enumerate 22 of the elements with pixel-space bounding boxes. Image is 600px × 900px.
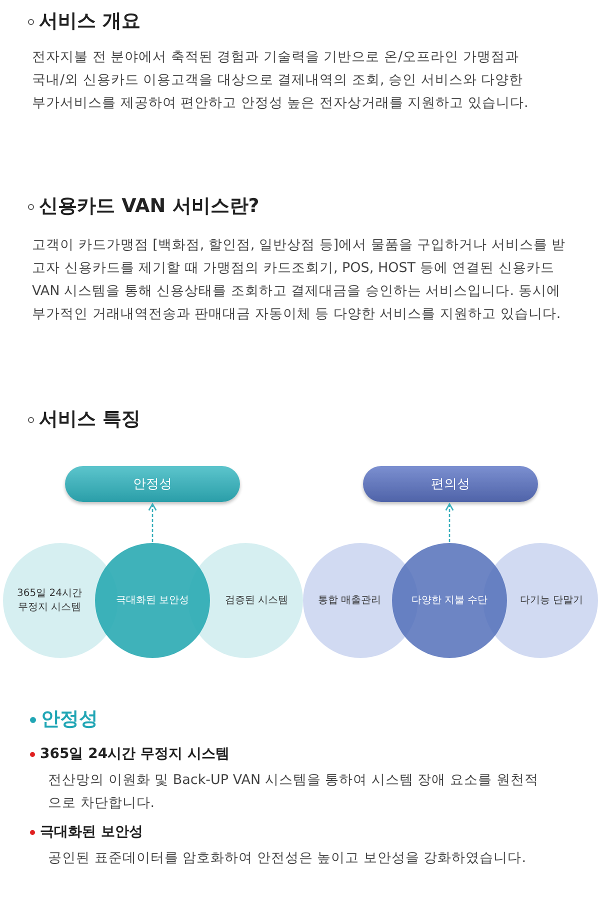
feature-label: 다기능 단말기 — [520, 594, 584, 608]
category-label: 편의성 — [431, 476, 470, 493]
paragraph: 고객이 카드가맹점 [백화점, 할인점, 일반상점 등]에서 물품을 구입하거나 서비스를 받고자 신용카드를 제기할 때 가맹점의 카드조회기, POS, HOST 등에 연결된 신용카드 VAN 시스템을 통해 신용상태를 조회하고 결제대금을 승인하는 서비스입니다. 동시에 부가적인 거래내역전송과 판매대금 자동이체 등 다양한 서비스를 지원하고 있습니다. — [32, 237, 566, 322]
feature-label: 다양한 지불 수단 — [411, 594, 488, 608]
section-heading: 서비스 개요 — [39, 10, 141, 32]
feature-label: 검증된 시스템 — [224, 594, 288, 608]
feature-heading: 안정성 — [41, 708, 98, 730]
paragraph: 전자지불 전 분야에서 축적된 경험과 기술력을 기반으로 온/오프라인 가맹점과 국내/외 신용카드 이용고객을 대상으로 결제내역의 조회, 승인 서비스와 다양한 부가서비스를 제공하여 편안하고 안정성 높은 전자상거래를 지원하고 있습니다. — [32, 49, 528, 111]
category-pill — [363, 466, 538, 502]
category-label: 안정성 — [133, 476, 172, 493]
dashed-arrow — [445, 503, 454, 542]
feature-label: 극대화된 보안성 — [116, 594, 190, 608]
bullet-item: 극대화된 보안성 — [40, 824, 143, 840]
feature-label: 통합 매출관리 — [318, 594, 382, 608]
dashed-arrow — [148, 503, 157, 542]
category-pill — [65, 466, 240, 502]
paragraph: 전산망의 이원화 및 Back-UP VAN 시스템을 통하여 시스템 장애 요소를 원천적으로 차단합니다. — [48, 772, 538, 811]
section-heading: 신용카드 VAN 서비스란? — [39, 195, 260, 217]
feature-label: 365일 24시간 무정지 시스템 — [16, 586, 83, 614]
paragraph: 공인된 표준데이터를 암호화하여 안전성은 높이고 보안성을 강화하였습니다. — [48, 850, 526, 866]
section-heading: 서비스 특징 — [39, 408, 141, 430]
bullet-item: 365일 24시간 무정지 시스템 — [40, 746, 230, 762]
